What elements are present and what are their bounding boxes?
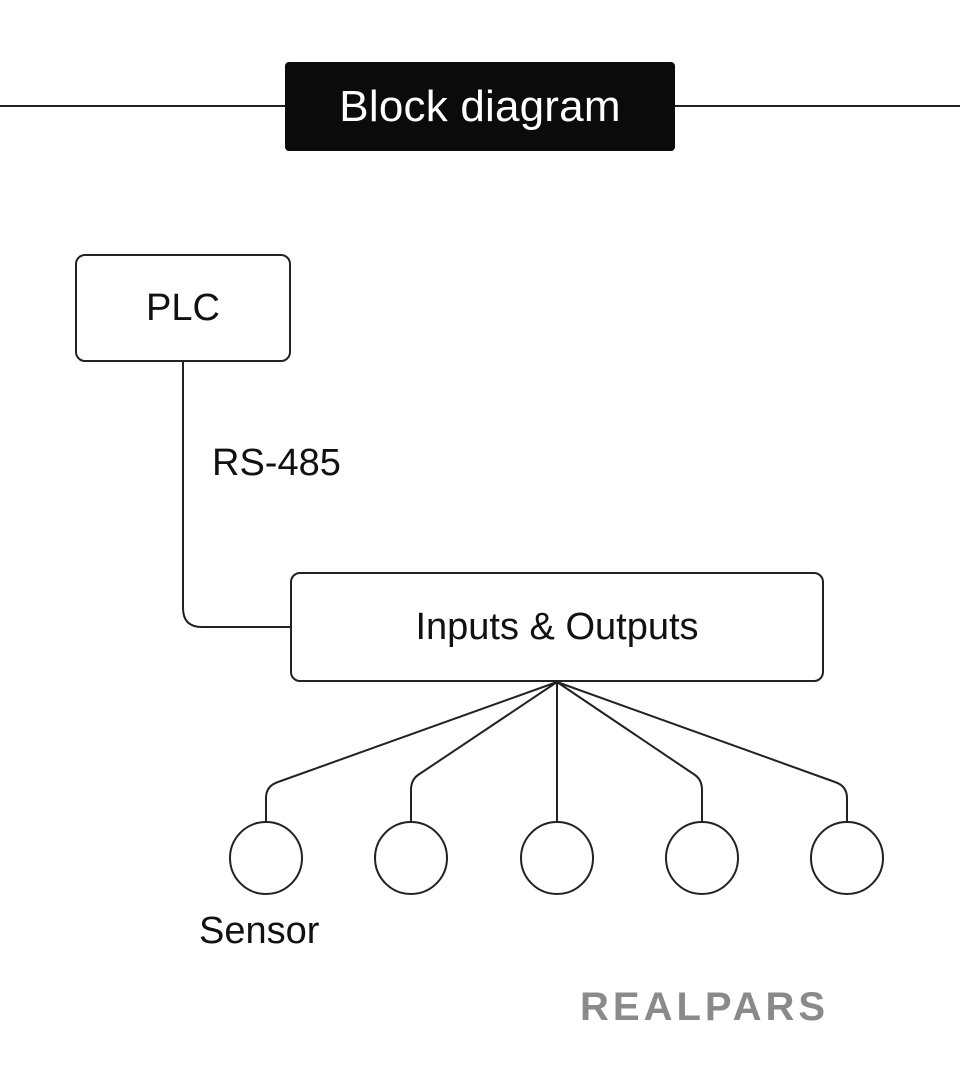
sensor-node-1: [229, 821, 303, 895]
plc-label-text: PLC: [146, 286, 220, 329]
plc-label: PLC: [76, 255, 290, 361]
sensor-connector-2: [410, 681, 558, 822]
io-label-text: Inputs & Outputs: [415, 605, 699, 648]
sensors: [229, 821, 884, 895]
sensor-node-4: [665, 821, 739, 895]
sensor-label: Sensor: [199, 910, 320, 952]
title-rule-right: [674, 105, 960, 107]
plc-box: [75, 254, 291, 362]
sensor-node-5: [810, 821, 884, 895]
diagram-title: Block diagram: [339, 81, 621, 131]
rs485-label: RS-485: [212, 442, 341, 484]
sensor-connector-1: [265, 681, 558, 822]
sensor-connector-5: [556, 681, 848, 822]
title-banner: Block diagram: [285, 62, 675, 151]
io-label: Inputs & Outputs: [291, 573, 823, 681]
brand-logo: REALPARS: [580, 985, 830, 1029]
title-rule-left: [0, 105, 286, 107]
sensor-node-3: [520, 821, 594, 895]
sensor-connector-4: [556, 681, 703, 822]
sensor-node-2: [374, 821, 448, 895]
rs485-connector: [182, 362, 291, 628]
sensor-connectors: [265, 681, 848, 822]
